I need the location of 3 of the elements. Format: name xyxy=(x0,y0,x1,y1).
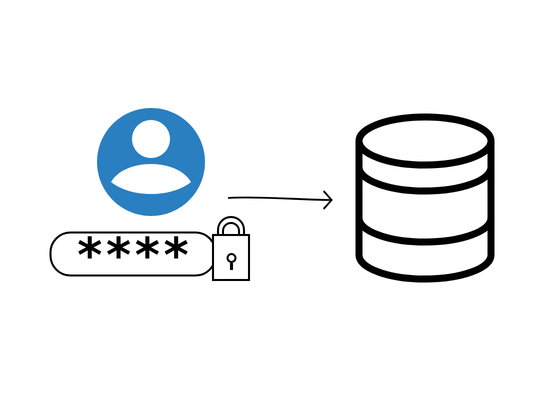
arrow xyxy=(228,190,333,210)
password-field: **** xyxy=(50,232,216,276)
database-drawing xyxy=(356,114,494,282)
